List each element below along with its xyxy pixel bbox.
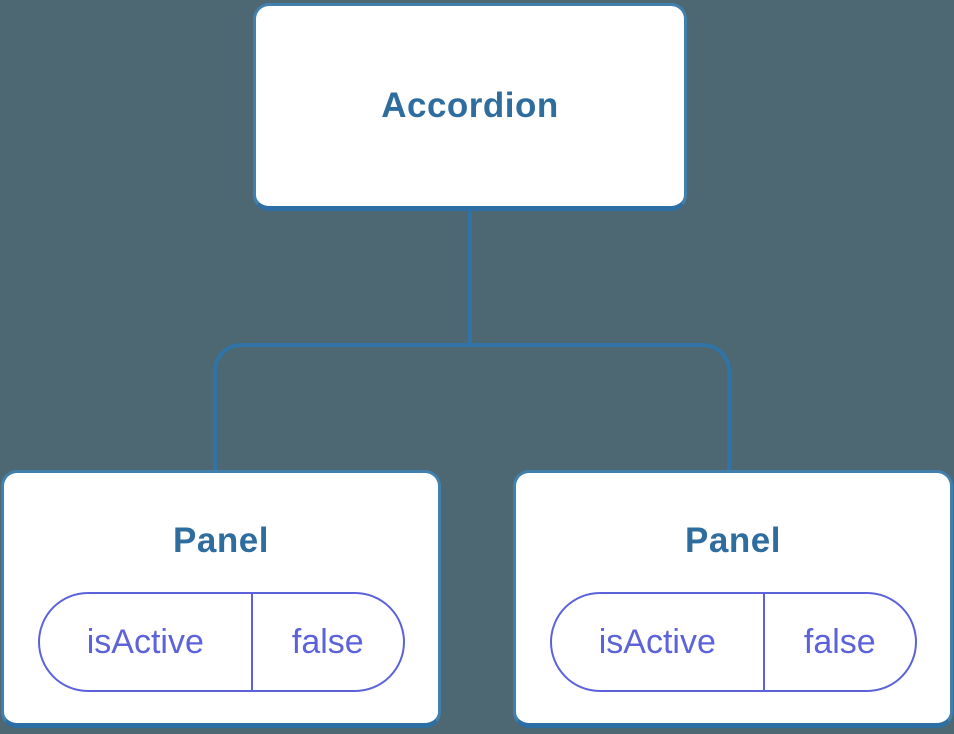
accordion-node: Accordion (253, 3, 687, 211)
state-pill: isActive false (549, 592, 917, 692)
state-value: false (251, 594, 402, 690)
panel-node-label: Panel (173, 521, 269, 560)
state-value: false (763, 594, 914, 690)
panel-node-right: Panel isActive false (513, 470, 953, 728)
state-key: isActive (86, 622, 204, 661)
tree-connector-stem (468, 211, 472, 345)
panel-node-left: Panel isActive false (1, 470, 441, 728)
panel-node-label: Panel (685, 521, 781, 560)
tree-connector-bracket (213, 343, 731, 470)
state-pill: isActive false (37, 592, 405, 692)
state-key: isActive (598, 622, 716, 661)
accordion-node-label: Accordion (381, 86, 559, 125)
